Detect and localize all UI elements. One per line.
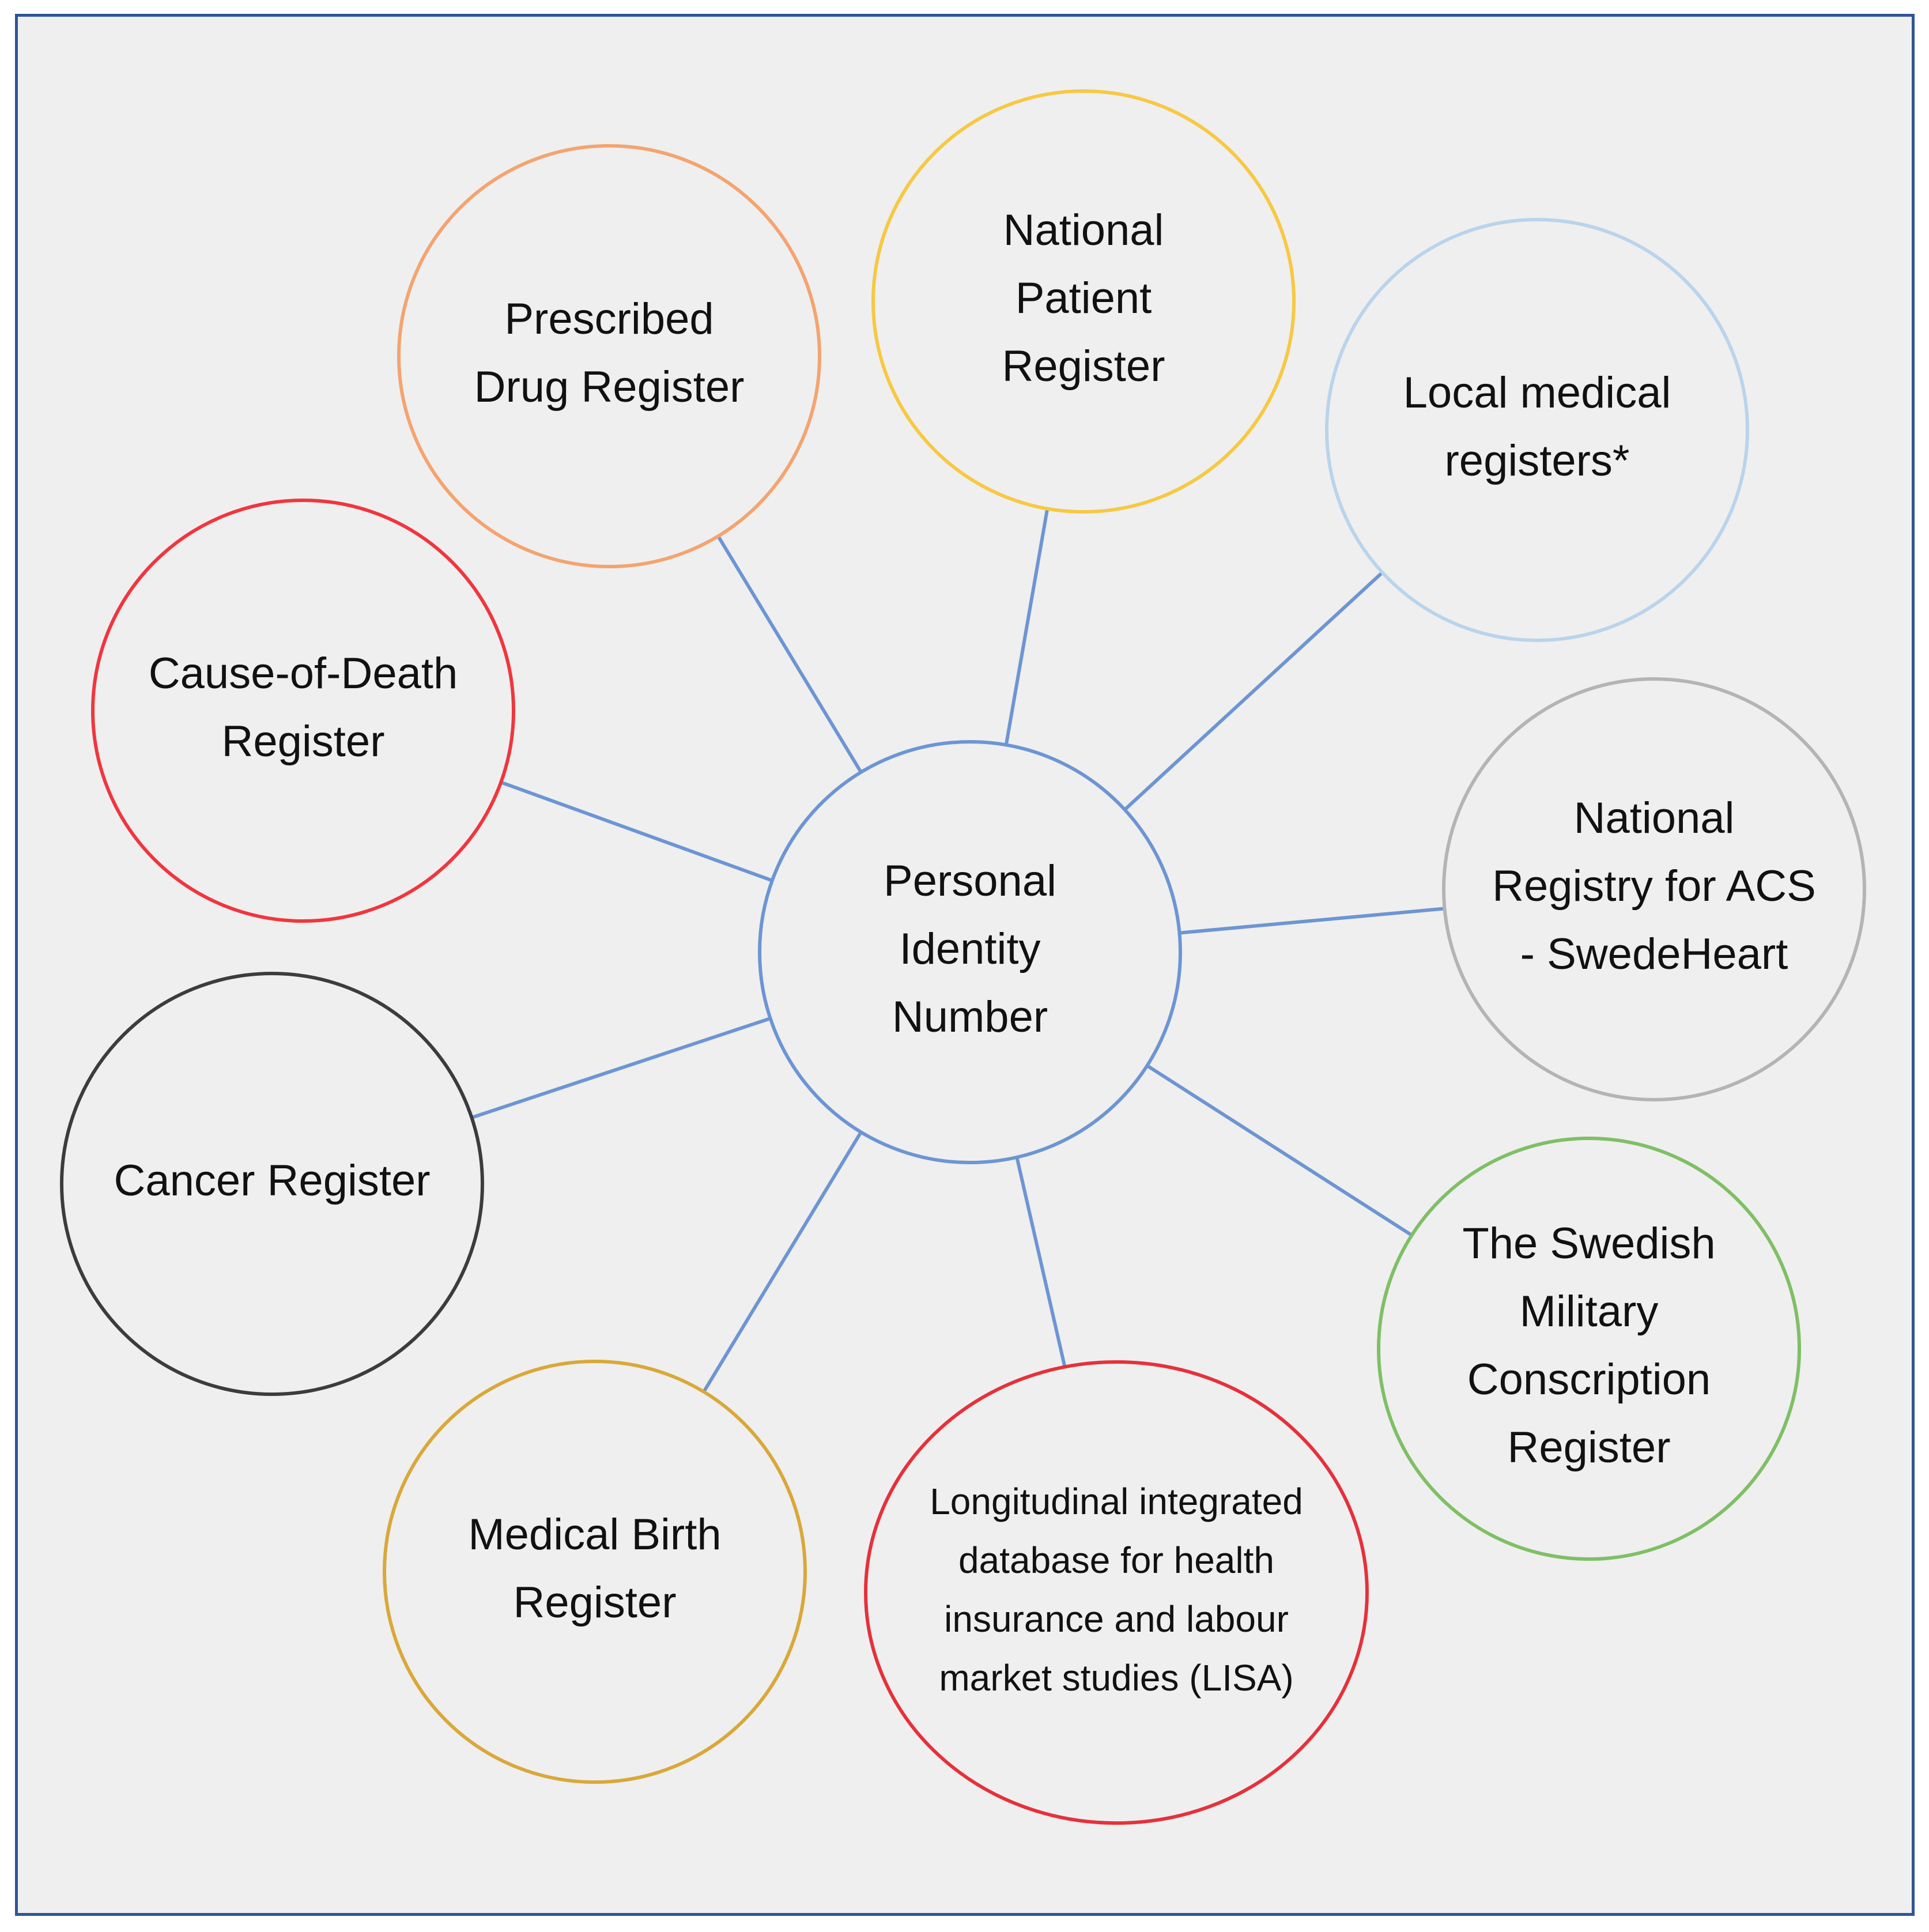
personal-identity-number-label-line: Identity [899, 925, 1040, 973]
military-conscription-register-circle [1377, 1137, 1801, 1561]
cause-of-death-register-label-line: Cause-of-Death [149, 649, 458, 698]
personal-identity-number-label-line: Number [892, 993, 1048, 1042]
local-medical-registers-label-line: registers* [1445, 436, 1630, 485]
connector-medical-birth-register [702, 1131, 863, 1393]
node-cancer-register: Cancer Register [60, 972, 484, 1396]
medical-birth-register-circle [383, 1360, 807, 1784]
cause-of-death-register-label-line: Register [222, 717, 385, 766]
swedeheart-registry-label-line: National [1574, 794, 1735, 843]
cancer-register-circle [60, 972, 484, 1396]
military-conscription-register-label-line: Military [1520, 1287, 1659, 1336]
cause-of-death-register-circle [91, 499, 515, 923]
connector-local-medical-registers [1123, 571, 1384, 811]
national-patient-register-label-line: Patient [1016, 274, 1152, 323]
national-patient-register-label-line: National [1003, 206, 1164, 255]
connector-cause-of-death-register [500, 780, 773, 882]
national-patient-register-circle [871, 89, 1296, 514]
connector-national-patient-register [1004, 508, 1050, 745]
local-medical-registers-label-line: Local medical [1403, 368, 1671, 417]
connector-prescribed-drug-register [716, 535, 863, 773]
prescribed-drug-register-circle [397, 144, 821, 568]
lisa-database-label-line: database for health [958, 1539, 1274, 1581]
node-lisa-database: Longitudinal integrated database for heal… [864, 1360, 1369, 1825]
medical-birth-register-label-line: Medical Birth [468, 1510, 721, 1559]
military-conscription-register-label-line: Conscription [1467, 1355, 1711, 1404]
medical-birth-register-label-line: Register [514, 1578, 677, 1627]
national-patient-register-label-line: Register [1002, 342, 1165, 391]
lisa-database-label-line: Longitudinal integrated [930, 1481, 1303, 1522]
personal-identity-number-circle [758, 740, 1182, 1164]
local-medical-registers-circle [1325, 218, 1749, 642]
military-conscription-register-label-line: The Swedish [1462, 1219, 1715, 1268]
prescribed-drug-register-label-line: Prescribed [504, 295, 714, 344]
lisa-database-circle [864, 1360, 1369, 1825]
swedeheart-registry-label-line: Registry for ACS [1492, 862, 1816, 911]
swedeheart-registry-label-line: - SwedeHeart [1520, 930, 1788, 979]
cancer-register-label-line: Cancer Register [114, 1156, 430, 1205]
connector-lisa-database [1015, 1157, 1067, 1368]
node-local-medical-registers: Local medical registers* [1325, 218, 1749, 642]
connector-swedeheart-registry [1179, 907, 1445, 935]
lisa-database-label-line: insurance and labour [944, 1598, 1289, 1640]
military-conscription-register-label-line: Register [1508, 1423, 1671, 1472]
connector-cancer-register [471, 1017, 771, 1119]
swedeheart-registry-circle [1442, 677, 1866, 1101]
prescribed-drug-register-label-line: Drug Register [474, 363, 745, 412]
connector-military-conscription-register [1146, 1064, 1413, 1237]
lisa-database-label-line: market studies (LISA) [939, 1657, 1293, 1699]
connector-lines [471, 508, 1445, 1393]
personal-identity-number-label-line: Personal [884, 856, 1056, 905]
